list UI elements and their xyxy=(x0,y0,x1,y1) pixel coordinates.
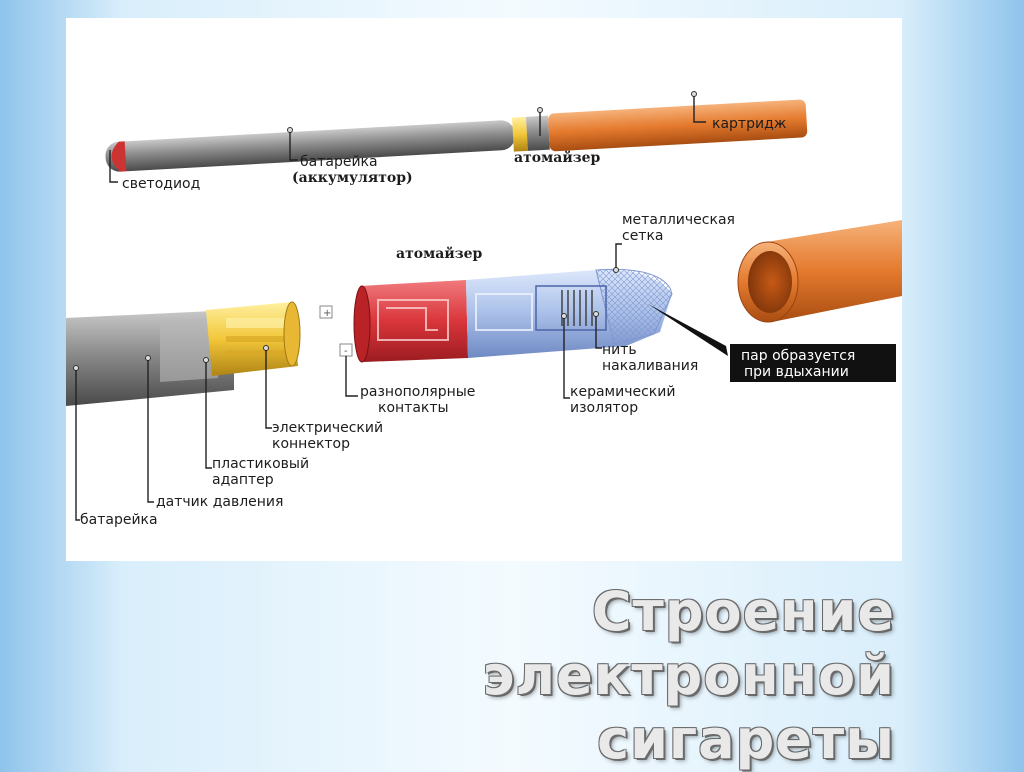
label-battery-bottom: батарейка xyxy=(80,512,158,528)
label-led: светодиод xyxy=(122,176,200,192)
exploded-cartridge xyxy=(737,220,902,323)
vapor-box xyxy=(730,344,896,382)
vapor-callout xyxy=(648,304,896,382)
top-battery-body xyxy=(105,120,516,172)
assembled-cigarette xyxy=(105,99,808,172)
svg-text:-: - xyxy=(344,346,348,357)
exploded-battery xyxy=(66,301,301,406)
label-filament-2: накаливания xyxy=(602,358,698,374)
exploded-atomizer xyxy=(353,268,673,363)
svg-text:+: + xyxy=(323,308,331,319)
label-metal-mesh-1: металлическая xyxy=(622,212,735,228)
label-connector-2: коннектор xyxy=(272,436,350,452)
bottom-leaders xyxy=(73,243,622,521)
e-cigarette-diagram: светодиод батарейка (аккумулятор) атомай… xyxy=(66,91,902,528)
label-vapor-1: пар образуется xyxy=(741,348,855,364)
label-pressure-sensor: датчик давления xyxy=(156,494,283,510)
label-atomizer-mid: атомайзер xyxy=(396,245,483,262)
slide-title: Строение электронной сигареты xyxy=(180,580,980,772)
label-vapor-2: при вдыхании xyxy=(744,364,849,380)
label-atomizer-top: атомайзер xyxy=(514,149,601,166)
label-battery-top-1: батарейка xyxy=(300,154,378,170)
top-cartridge xyxy=(548,99,808,152)
label-metal-mesh-2: сетка xyxy=(622,228,664,244)
top-atomizer-band xyxy=(525,115,550,151)
label-contacts-2: контакты xyxy=(378,400,449,416)
top-joint-ring xyxy=(511,116,528,152)
top-leaders xyxy=(109,91,706,183)
contact-markers: + - xyxy=(319,305,353,357)
label-insulator-1: керамический xyxy=(570,384,675,400)
slide-title-line-1: Строение электронной xyxy=(482,580,895,707)
slide-title-line-2: сигареты xyxy=(597,708,895,771)
label-cartridge: картридж xyxy=(712,116,787,132)
label-battery-top-2: (аккумулятор) xyxy=(292,170,413,186)
label-insulator-2: изолятор xyxy=(570,400,638,416)
label-adapter-1: пластиковый xyxy=(212,456,309,472)
label-contacts-1: разнополярные xyxy=(360,384,475,400)
label-filament-1: нить xyxy=(602,342,637,358)
top-led-tip xyxy=(111,141,127,172)
label-adapter-2: адаптер xyxy=(212,472,274,488)
label-connector-1: электрический xyxy=(272,420,383,436)
